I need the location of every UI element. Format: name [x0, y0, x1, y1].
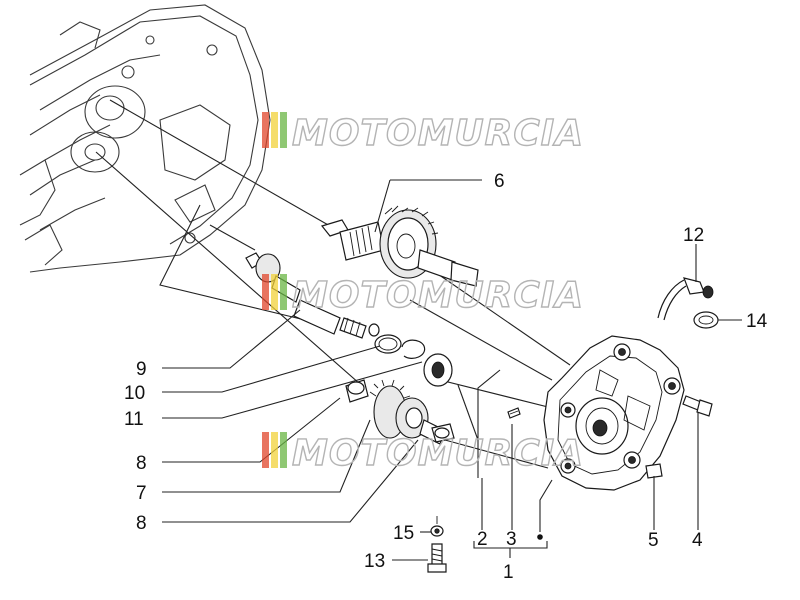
callout-7: 7 — [136, 483, 147, 504]
cover-reference-dot — [537, 534, 543, 540]
callout-13: 13 — [364, 551, 385, 572]
part-13-screw — [427, 543, 447, 573]
watermark-top: MOTOMURCIA — [262, 112, 584, 155]
callout-1: 1 — [503, 562, 514, 583]
callout-9: 9 — [136, 359, 147, 380]
callout-10: 10 — [124, 383, 145, 404]
part-10-circlip — [374, 334, 402, 354]
part-11-snap-ring — [401, 339, 453, 387]
callout-6: 6 — [494, 171, 505, 192]
part-8-bushing-lower — [431, 423, 455, 443]
part-5-bushing — [645, 463, 663, 479]
callout-numbers: 6 9 10 11 8 7 8 12 14 2 3 1 5 4 15 13 — [124, 171, 768, 583]
part-1-gear-cover — [543, 335, 685, 491]
part-15-washer — [430, 516, 444, 537]
callout-15: 15 — [393, 523, 414, 544]
assembly-guide-lines — [95, 99, 571, 478]
watermark-middle: MOTOMURCIA — [262, 274, 584, 317]
watermark-bottom: MOTOMURCIA — [262, 432, 584, 475]
callout-4: 4 — [692, 530, 703, 551]
part-3-dowel-pin — [507, 407, 521, 419]
callout-14: 14 — [746, 311, 768, 332]
part-14-hose-clamp — [693, 311, 719, 329]
callout-12: 12 — [683, 225, 704, 246]
watermark-text: MOTOMURCIA — [292, 113, 584, 154]
callout-5: 5 — [648, 530, 659, 551]
watermark-text: MOTOMURCIA — [292, 433, 584, 474]
engine-casing — [19, 4, 271, 273]
part-4-bolt — [682, 395, 713, 417]
callout-3: 3 — [506, 529, 517, 550]
leader-lines — [162, 179, 742, 561]
callout-2: 2 — [477, 529, 488, 550]
callout-8-lower: 8 — [136, 513, 147, 534]
callout-8-upper: 8 — [136, 453, 147, 474]
watermark-text: MOTOMURCIA — [292, 275, 584, 316]
part-6-primary-shaft — [320, 205, 479, 287]
part-8-bushing-upper — [345, 379, 369, 403]
part-12-breather-hose — [657, 277, 714, 321]
callout-11: 11 — [124, 409, 144, 430]
